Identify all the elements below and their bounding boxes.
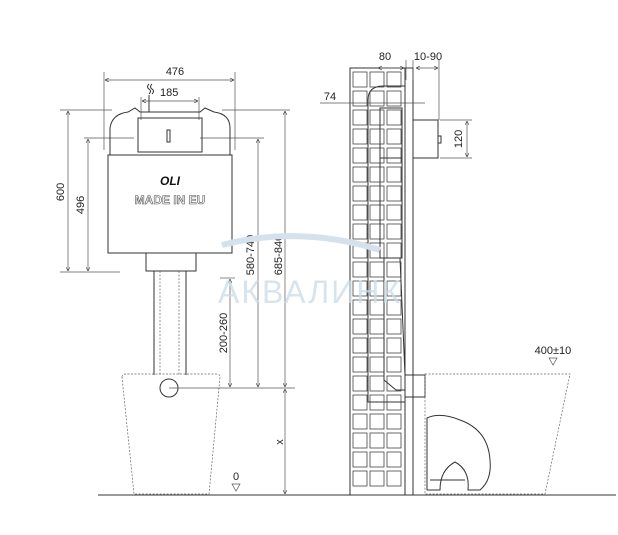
brick bbox=[386, 166, 402, 183]
cistern-side bbox=[379, 107, 403, 159]
dim-200-260-label: 200-260 bbox=[218, 313, 230, 353]
brick bbox=[369, 413, 385, 430]
brick bbox=[352, 470, 368, 487]
brick bbox=[386, 432, 402, 449]
made-in-eu-label: MADE IN EU bbox=[135, 193, 206, 207]
brick bbox=[352, 71, 368, 88]
flush-pipe bbox=[383, 257, 406, 391]
brick bbox=[386, 128, 402, 145]
brick bbox=[369, 109, 385, 126]
brick bbox=[386, 451, 402, 468]
brick bbox=[386, 356, 402, 373]
brick bbox=[352, 204, 368, 221]
brick bbox=[352, 223, 368, 240]
side-view: (function(){ var g=document.currentScrip… bbox=[320, 51, 572, 496]
brick bbox=[369, 185, 385, 202]
brick bbox=[369, 166, 385, 183]
brick bbox=[352, 337, 368, 354]
brick bbox=[369, 337, 385, 354]
floor-zero-label: 0 bbox=[233, 471, 239, 483]
toilet-side bbox=[424, 373, 571, 495]
dim-476-label: 476 bbox=[166, 66, 184, 78]
brick bbox=[352, 109, 368, 126]
brick bbox=[369, 128, 385, 145]
brick bbox=[352, 299, 368, 316]
brick bbox=[386, 204, 402, 221]
toilet-front bbox=[121, 373, 221, 495]
level-marker-icon bbox=[231, 483, 241, 492]
brick bbox=[352, 261, 368, 278]
dim-496-label: 496 bbox=[75, 196, 87, 214]
brick bbox=[369, 204, 385, 221]
front-view: 476 185 OLI MADE IN EU 600 496 200-260 5… bbox=[55, 66, 295, 495]
brick bbox=[352, 185, 368, 202]
brick bbox=[352, 128, 368, 145]
dim-600-label: 600 bbox=[55, 183, 67, 201]
brick bbox=[386, 147, 402, 164]
brick bbox=[352, 166, 368, 183]
brick bbox=[386, 318, 402, 335]
watermark: АКВАЛИНК bbox=[218, 274, 402, 310]
brick bbox=[352, 432, 368, 449]
brick bbox=[352, 90, 368, 107]
installation-frame bbox=[367, 85, 406, 403]
flush-plate bbox=[412, 119, 439, 159]
brick bbox=[369, 242, 385, 259]
brick bbox=[369, 90, 385, 107]
seat-level-icon bbox=[548, 357, 558, 366]
water-supply-icon bbox=[147, 83, 154, 95]
dim-74-label: 74 bbox=[324, 91, 336, 103]
cistern-top bbox=[109, 107, 231, 156]
brick bbox=[352, 147, 368, 164]
brick bbox=[369, 318, 385, 335]
valve-housing bbox=[137, 117, 203, 153]
brick bbox=[386, 413, 402, 430]
dim-80-label: 80 bbox=[379, 51, 391, 63]
dim-120-label: 120 bbox=[453, 130, 465, 148]
brick bbox=[369, 71, 385, 88]
finish-panel bbox=[404, 67, 414, 496]
brick bbox=[386, 470, 402, 487]
brick bbox=[352, 413, 368, 430]
brick bbox=[386, 185, 402, 202]
seat-height-label: 400±10 bbox=[535, 345, 572, 357]
brick bbox=[386, 261, 402, 278]
brick bbox=[352, 394, 368, 411]
brick bbox=[369, 470, 385, 487]
dim-185-label: 185 bbox=[160, 87, 178, 99]
toilet-trap-section bbox=[426, 414, 491, 491]
brick bbox=[386, 90, 402, 107]
dim-x-label: x bbox=[274, 439, 286, 445]
brick bbox=[352, 375, 368, 392]
brick bbox=[352, 451, 368, 468]
dim-10-90-label: 10-90 bbox=[414, 51, 442, 63]
watermark-wave-icon bbox=[221, 233, 381, 253]
brick bbox=[386, 375, 402, 392]
brick bbox=[386, 71, 402, 88]
brick bbox=[386, 299, 402, 316]
brick bbox=[369, 451, 385, 468]
brick bbox=[369, 223, 385, 240]
brick bbox=[369, 147, 385, 164]
brick bbox=[386, 223, 402, 240]
brick bbox=[386, 242, 402, 259]
brick bbox=[352, 318, 368, 335]
brick bbox=[386, 337, 402, 354]
brand-logo: OLI bbox=[160, 174, 181, 188]
dim-580-740-label: 580-740 bbox=[245, 235, 257, 275]
brick bbox=[369, 356, 385, 373]
brick bbox=[352, 280, 368, 297]
brick bbox=[369, 375, 385, 392]
brick bbox=[386, 109, 402, 126]
dim-685-840-label: 685-840 bbox=[273, 235, 285, 275]
brick bbox=[369, 432, 385, 449]
brick bbox=[352, 356, 368, 373]
